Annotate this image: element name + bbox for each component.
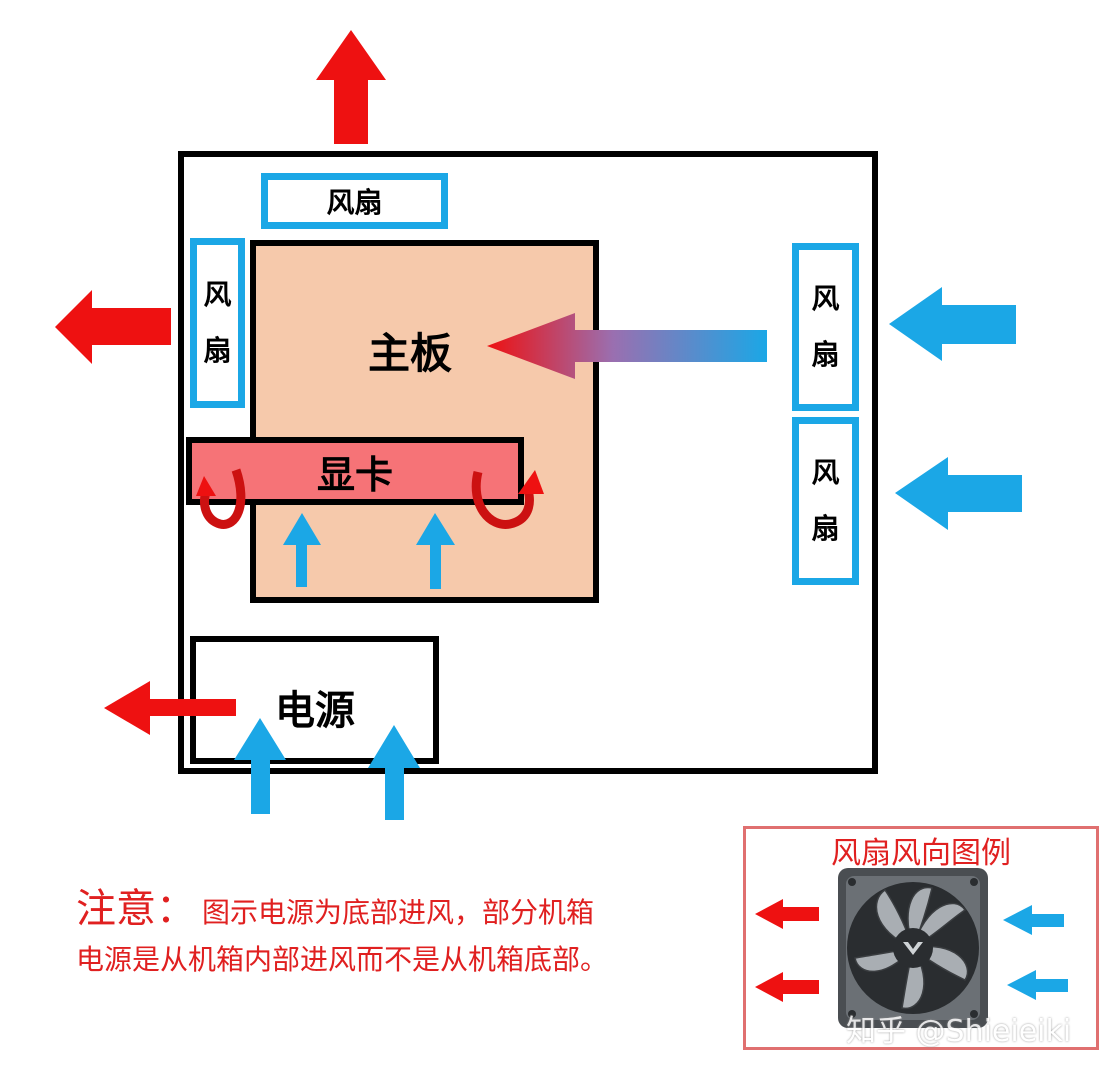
note-line-1: 图示电源为底部进风，部分机箱 xyxy=(202,896,595,929)
graphics-card: 显卡 xyxy=(186,437,524,505)
note-line-2: 电源是从机箱内部进风而不是从机箱底部。 xyxy=(76,943,609,976)
front-fan-upper-label-2: 扇 xyxy=(811,338,840,371)
front-intake-arrow-upper xyxy=(889,287,1016,361)
front-fan-lower: 风 扇 xyxy=(792,417,859,585)
psu-intake-arrow-2 xyxy=(368,725,420,820)
gpu-right-curl-arrow xyxy=(471,470,544,529)
internal-airflow-arrow xyxy=(487,313,767,379)
power-supply-label: 电源 xyxy=(275,688,355,734)
legend-exhaust-arrow-lower xyxy=(755,972,819,1002)
legend-title: 风扇风向图例 xyxy=(831,836,1011,871)
psu-exhaust-arrow xyxy=(104,681,236,735)
rear-fan: 风 扇 xyxy=(190,238,245,408)
top-exhaust-arrow xyxy=(316,30,386,144)
motherboard-label: 主板 xyxy=(367,329,452,378)
gpu-intake-arrow-1 xyxy=(283,513,321,587)
rear-exhaust-arrow xyxy=(55,290,171,364)
top-fan-label: 风扇 xyxy=(326,186,383,219)
graphics-card-label: 显卡 xyxy=(316,452,393,497)
legend-exhaust-arrow-upper xyxy=(755,899,819,929)
legend-intake-arrow-upper xyxy=(1003,905,1064,935)
case-fan-icon xyxy=(838,868,988,1028)
rear-fan-label-2: 扇 xyxy=(203,334,232,367)
top-fan: 风扇 xyxy=(261,173,448,229)
gpu-intake-arrow-2 xyxy=(416,513,455,589)
legend-intake-arrow-lower xyxy=(1007,970,1068,1000)
front-intake-arrow-lower xyxy=(895,457,1022,530)
gpu-left-curl-arrow xyxy=(196,468,246,529)
front-fan-lower-label-1: 风 xyxy=(811,456,840,489)
front-fan-upper-label-1: 风 xyxy=(811,282,840,315)
rear-fan-label-1: 风 xyxy=(203,278,232,311)
front-fan-upper: 风 扇 xyxy=(792,243,859,411)
watermark: 知乎 @Shieieiki xyxy=(846,1014,1072,1049)
note-title: 注意： xyxy=(76,886,196,932)
note-text: 注意：图示电源为底部进风，部分机箱 电源是从机箱内部进风而不是从机箱底部。 xyxy=(76,876,736,978)
psu-intake-arrow-1 xyxy=(234,718,286,814)
front-fan-lower-label-2: 扇 xyxy=(811,512,840,545)
